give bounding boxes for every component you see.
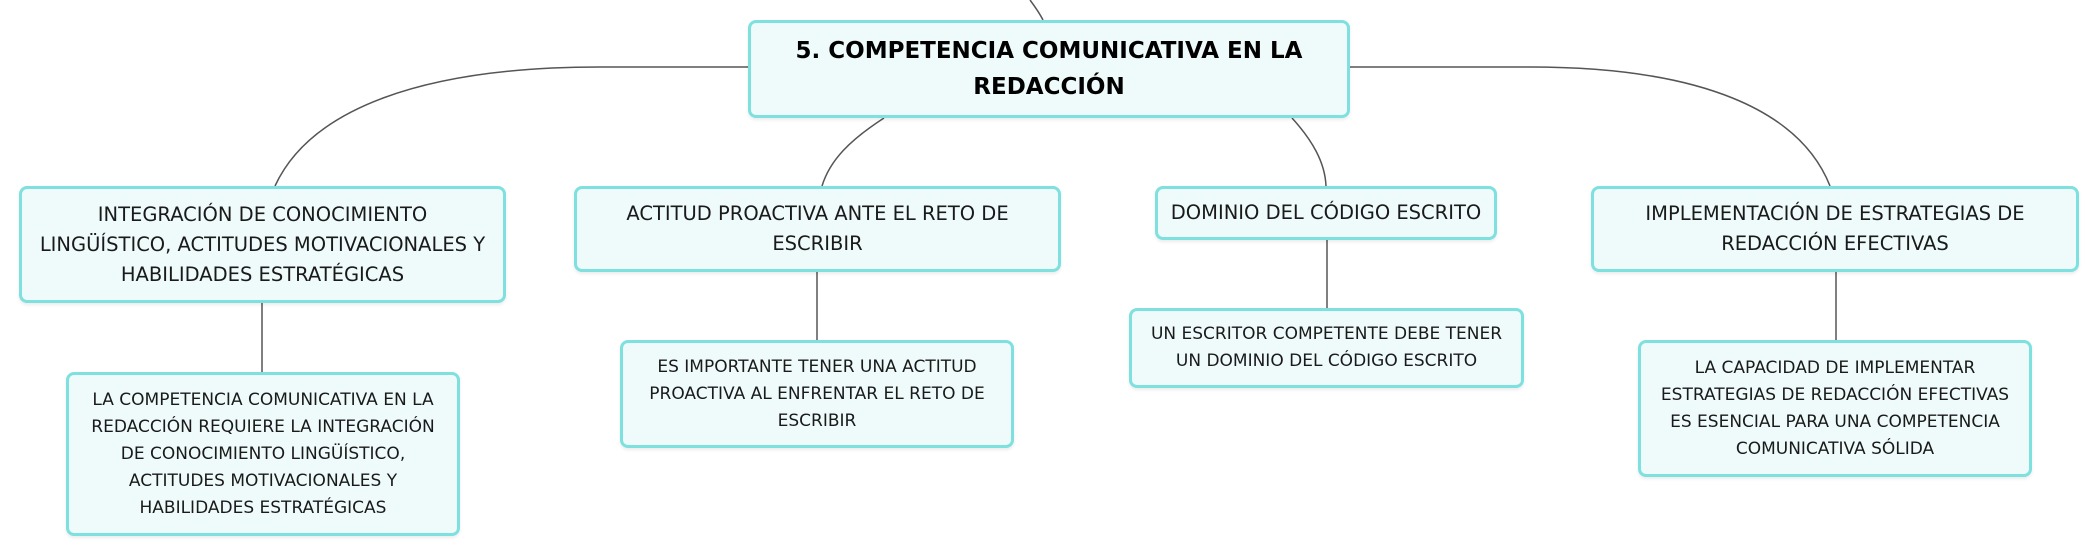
connector-root-branch-4 (1350, 66, 1831, 187)
branch-topic-1[interactable]: INTEGRACIÓN DE CONOCIMIENTO LINGÜÍSTICO,… (19, 186, 506, 303)
branch-topic-4[interactable]: IMPLEMENTACIÓN DE ESTRATEGIAS DE REDACCI… (1591, 186, 2079, 272)
root-topic[interactable]: 5. COMPETENCIA COMUNICATIVA EN LA REDACC… (748, 20, 1350, 118)
root-topic-label: 5. COMPETENCIA COMUNICATIVA EN LA REDACC… (795, 38, 1303, 100)
branch-topic-4-label: IMPLEMENTACIÓN DE ESTRATEGIAS DE REDACCI… (1645, 202, 2025, 255)
branch-topic-1-label: INTEGRACIÓN DE CONOCIMIENTO LINGÜÍSTICO,… (39, 202, 486, 286)
branch-detail-3[interactable]: UN ESCRITOR COMPETENTE DEBE TENER UN DOM… (1129, 308, 1524, 388)
branch-detail-3-label: UN ESCRITOR COMPETENTE DEBE TENER UN DOM… (1150, 324, 1503, 371)
branch-detail-1[interactable]: LA COMPETENCIA COMUNICATIVA EN LA REDACC… (66, 372, 460, 536)
branch-detail-4-label: LA CAPACIDAD DE IMPLEMENTAR ESTRATEGIAS … (1660, 357, 2010, 459)
connector-root-branch-3 (1291, 117, 1327, 187)
branch-detail-2[interactable]: ES IMPORTANTE TENER UNA ACTITUD PROACTIV… (620, 340, 1014, 448)
branch-topic-3-label: DOMINIO DEL CÓDIGO ESCRITO (1170, 201, 1482, 224)
branch-topic-2-label: ACTITUD PROACTIVA ANTE EL RETO DE ESCRIB… (626, 202, 1009, 255)
connector-root-branch-1 (274, 66, 748, 187)
connector-root-branch-2 (821, 117, 885, 187)
branch-detail-1-label: LA COMPETENCIA COMUNICATIVA EN LA REDACC… (91, 389, 435, 518)
connector-parent-root (1029, 0, 1044, 21)
branch-detail-4[interactable]: LA CAPACIDAD DE IMPLEMENTAR ESTRATEGIAS … (1638, 340, 2032, 477)
branch-topic-2[interactable]: ACTITUD PROACTIVA ANTE EL RETO DE ESCRIB… (574, 186, 1061, 272)
branch-topic-3[interactable]: DOMINIO DEL CÓDIGO ESCRITO (1155, 186, 1497, 240)
branch-detail-2-label: ES IMPORTANTE TENER UNA ACTITUD PROACTIV… (649, 356, 985, 431)
